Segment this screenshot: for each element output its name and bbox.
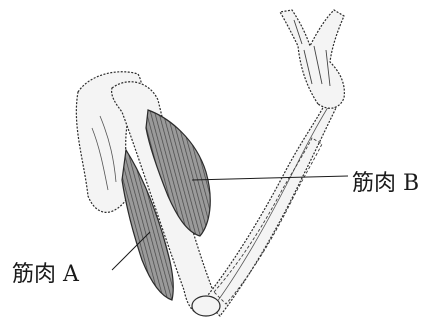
- forearm-bones: [204, 102, 336, 316]
- muscle-a-label: 筋肉 A: [12, 264, 79, 286]
- elbow-joint: [192, 296, 220, 316]
- hand-bones: [280, 10, 344, 108]
- muscle-b-leader-line: [192, 176, 348, 180]
- muscle-b-label: 筋肉 B: [352, 173, 419, 195]
